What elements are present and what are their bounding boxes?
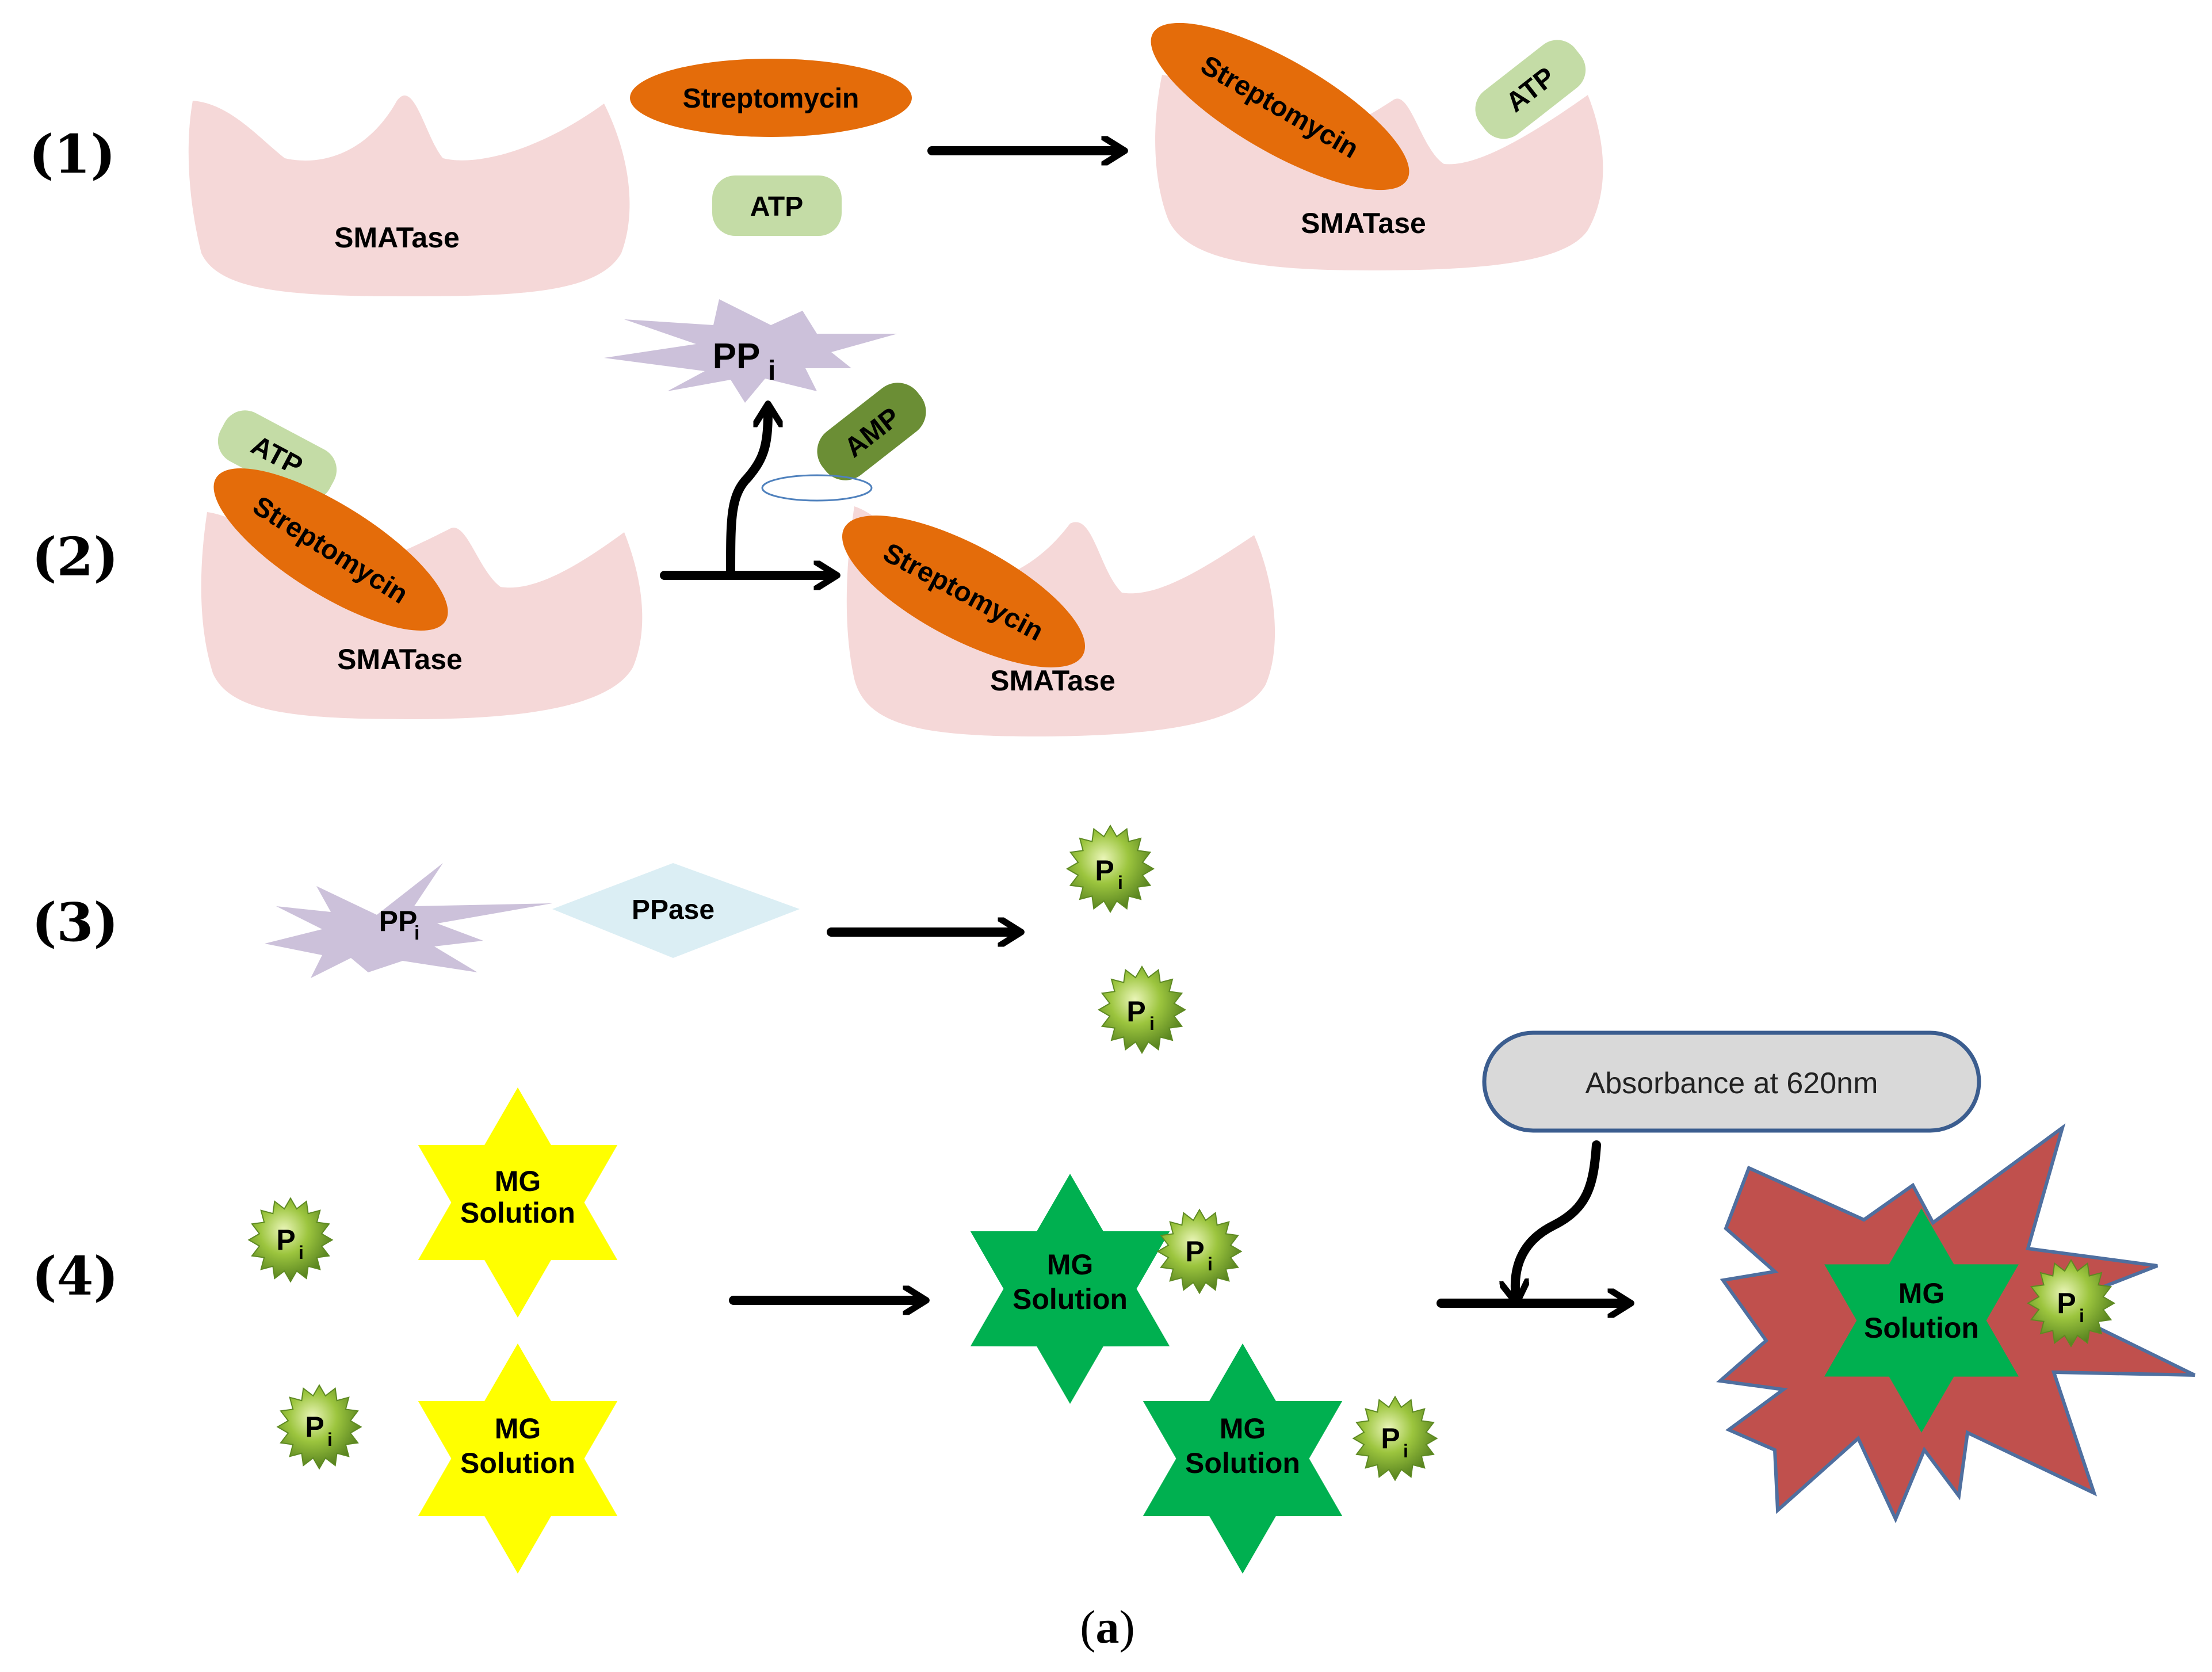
svg-text:P: P <box>1095 854 1114 887</box>
amp-molecule: AMP <box>817 383 926 480</box>
figure-caption: (a) <box>1080 1601 1135 1653</box>
measurement-arrow <box>1515 1140 1601 1297</box>
svg-text:SMATase: SMATase <box>334 222 460 254</box>
enzyme-substrate-complex: Streptomycin ATP SMATase <box>1151 22 1603 270</box>
pi-molecule: P i <box>1352 1395 1438 1482</box>
svg-text:i: i <box>768 356 775 386</box>
step-label-4: (4) <box>32 1245 119 1307</box>
svg-text:MG: MG <box>495 1413 541 1445</box>
svg-text:P: P <box>1185 1235 1204 1268</box>
svg-text:SMATase: SMATase <box>1301 207 1426 239</box>
pi-molecule: P i <box>1066 824 1155 913</box>
svg-text:MG: MG <box>1220 1413 1266 1445</box>
pi-molecule: P i <box>2027 1259 2115 1347</box>
svg-text:i: i <box>327 1429 333 1450</box>
step-label-2: (2) <box>32 526 119 588</box>
atp-molecule: ATP <box>712 175 842 236</box>
svg-text:Streptomycin: Streptomycin <box>683 83 859 114</box>
ppase-enzyme: PPase <box>552 863 800 958</box>
pi-molecule: P i <box>1098 965 1186 1054</box>
absorbance-label: Absorbance at 620nm <box>1482 1030 1981 1133</box>
ppi-burst-row3: PP i <box>265 863 552 978</box>
svg-text:MG: MG <box>495 1165 541 1197</box>
svg-text:P: P <box>276 1224 295 1256</box>
mg-solution-star-bound: MG Solution <box>1143 1343 1343 1574</box>
svg-text:i: i <box>414 922 419 944</box>
step-label-1: (1) <box>29 123 116 185</box>
svg-text:i: i <box>1403 1441 1408 1461</box>
svg-text:i: i <box>1149 1013 1155 1034</box>
svg-text:Absorbance at 620nm: Absorbance at 620nm <box>1586 1067 1878 1100</box>
enzyme-complex-before: ATP Streptomycin SMATase <box>201 410 643 719</box>
svg-text:i: i <box>2079 1305 2084 1326</box>
svg-text:MG: MG <box>1047 1249 1094 1281</box>
ppi-release-arrow <box>726 410 768 577</box>
svg-text:P: P <box>1381 1422 1400 1455</box>
svg-text:P: P <box>305 1411 324 1443</box>
mg-solution-star-bound: MG Solution <box>970 1174 1170 1404</box>
svg-text:PPase: PPase <box>632 895 715 925</box>
svg-text:MG: MG <box>1898 1277 1945 1310</box>
svg-text:ATP: ATP <box>750 192 803 222</box>
svg-text:Solution: Solution <box>1013 1283 1128 1315</box>
svg-text:(a): (a) <box>1080 1601 1135 1653</box>
svg-text:P: P <box>2057 1287 2076 1319</box>
pi-molecule: P i <box>1156 1208 1243 1295</box>
svg-text:P: P <box>1126 995 1145 1028</box>
svg-text:Solution: Solution <box>460 1197 575 1229</box>
caption-letter: a <box>1096 1601 1120 1653</box>
svg-text:Solution: Solution <box>1185 1447 1300 1479</box>
svg-text:Solution: Solution <box>1864 1312 1979 1344</box>
ppi-burst-top: PP i <box>604 299 897 403</box>
svg-text:i: i <box>299 1242 304 1263</box>
svg-text:i: i <box>1118 872 1123 893</box>
mg-solution-star-colored: MG Solution <box>1824 1208 2019 1433</box>
svg-text:Solution: Solution <box>460 1447 575 1479</box>
svg-text:i: i <box>1208 1254 1213 1274</box>
svg-text:SMATase: SMATase <box>337 643 463 675</box>
pi-molecule: P i <box>276 1384 362 1470</box>
release-ring <box>761 474 873 502</box>
pi-molecule: P i <box>247 1197 334 1283</box>
enzyme-smatase: SMATase <box>188 96 630 296</box>
enzyme-complex-after: Streptomycin SMATase <box>842 506 1275 736</box>
svg-text:PP: PP <box>713 337 761 376</box>
mg-solution-star: MG Solution <box>418 1087 618 1318</box>
step-label-3: (3) <box>32 891 119 953</box>
mg-solution-star: MG Solution <box>418 1343 618 1574</box>
svg-text:PP: PP <box>379 905 418 937</box>
streptomycin-molecule: Streptomycin <box>630 59 912 137</box>
svg-text:SMATase: SMATase <box>990 665 1115 697</box>
